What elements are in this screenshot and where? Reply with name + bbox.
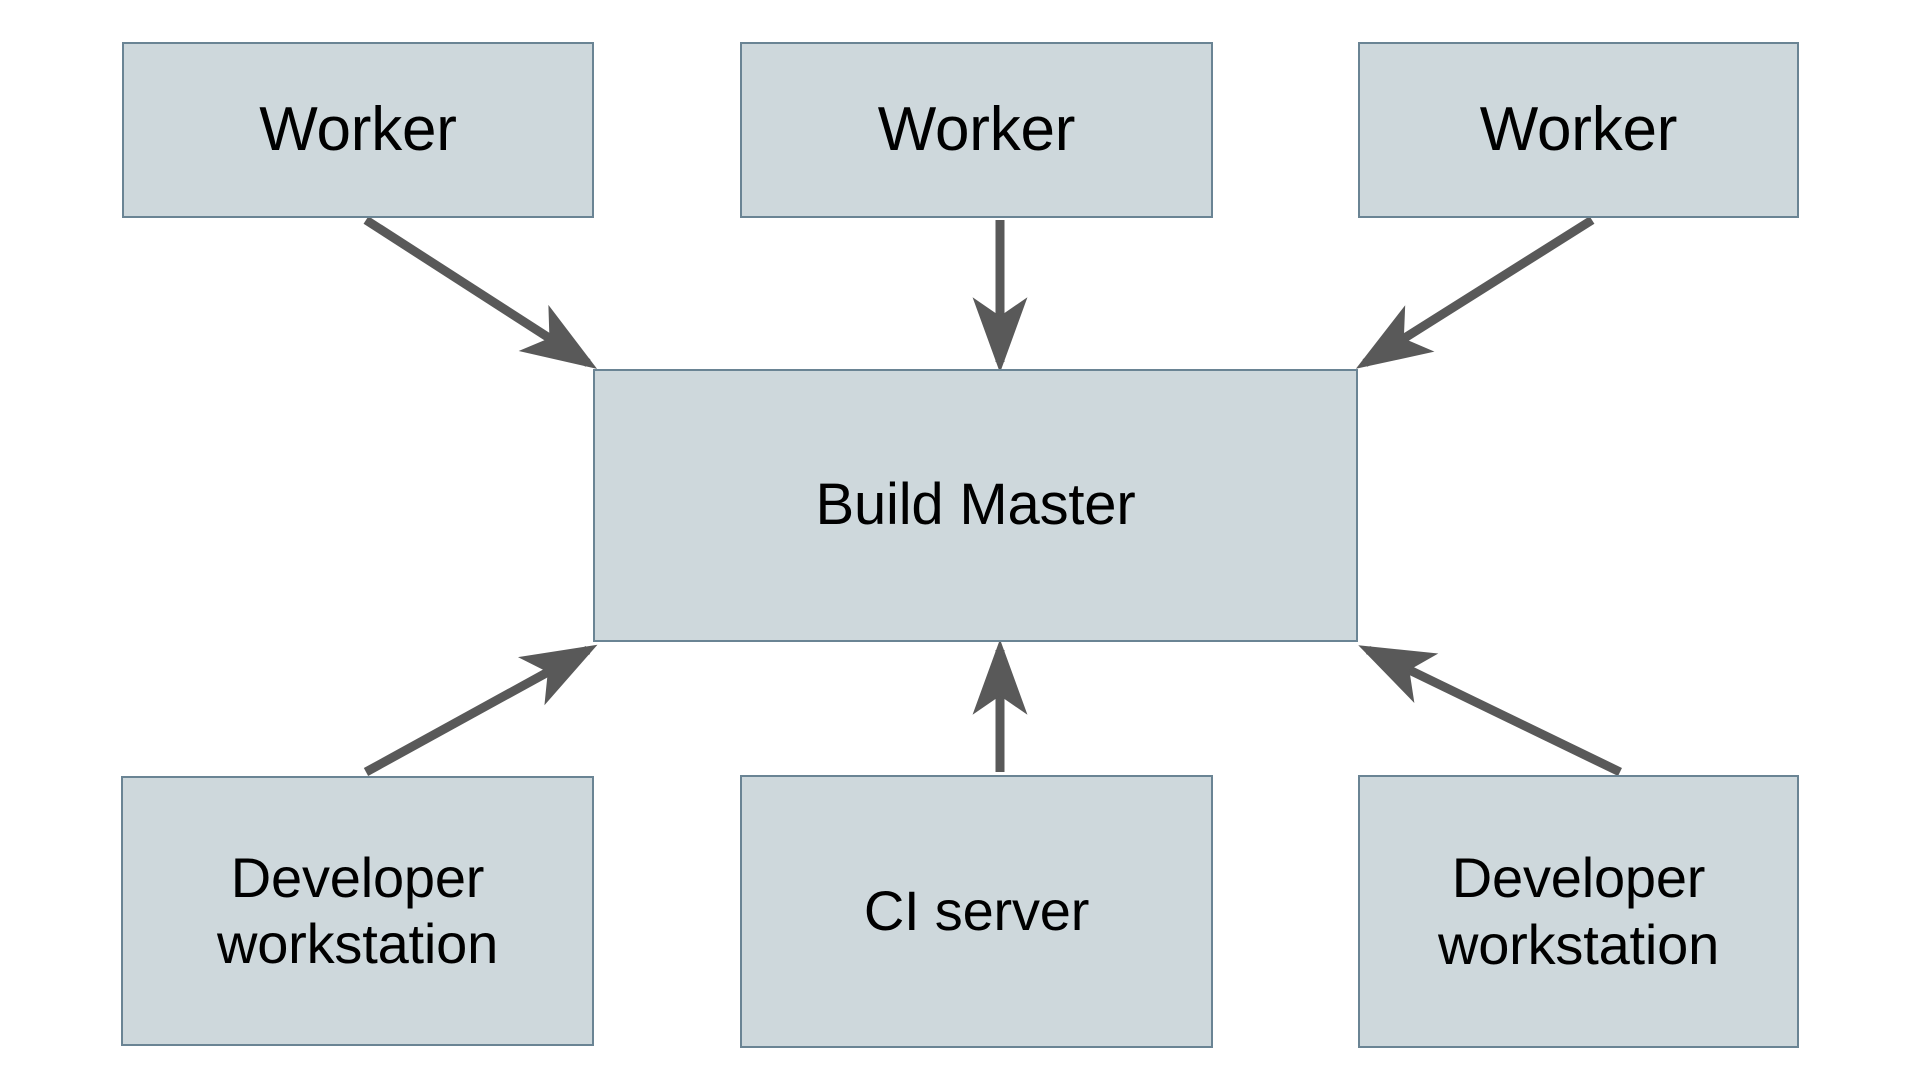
node-worker-3[interactable]: Worker xyxy=(1358,42,1799,218)
node-ci-server[interactable]: CI server xyxy=(740,775,1213,1048)
edge-worker-1-to-build-master xyxy=(363,216,598,369)
node-label: Worker xyxy=(1479,95,1678,165)
edge-worker-3-to-build-master xyxy=(1355,216,1595,369)
node-worker-1[interactable]: Worker xyxy=(122,42,594,218)
edge-dev-right-to-build-master xyxy=(1358,645,1622,777)
edge-dev-left-to-build-master xyxy=(363,644,598,776)
node-label: Developer workstation xyxy=(216,845,499,975)
node-label: CI server xyxy=(863,879,1090,943)
node-label: Worker xyxy=(877,95,1076,165)
node-build-master[interactable]: Build Master xyxy=(593,369,1358,642)
node-developer-workstation-left[interactable]: Developer workstation xyxy=(121,776,594,1046)
node-label: Worker xyxy=(259,95,457,165)
node-label: Build Master xyxy=(815,472,1136,538)
node-developer-workstation-right[interactable]: Developer workstation xyxy=(1358,775,1799,1048)
node-label: Developer workstation xyxy=(1437,846,1720,976)
node-worker-2[interactable]: Worker xyxy=(740,42,1213,218)
